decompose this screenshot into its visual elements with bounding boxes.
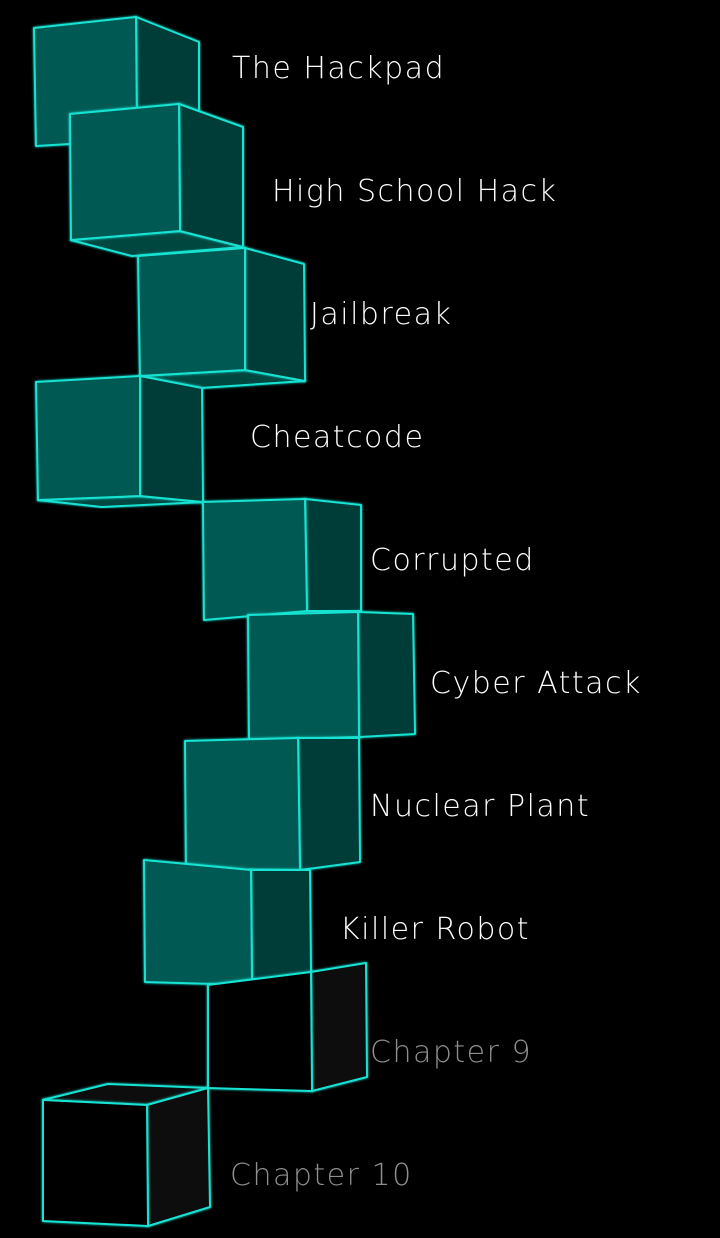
- cube-front-face: [69, 103, 181, 241]
- cube-front-face: [202, 498, 308, 621]
- chapter-6-label[interactable]: Cyber Attack: [430, 666, 642, 701]
- chapter-10-label[interactable]: Chapter 10: [230, 1158, 413, 1193]
- cube-side-face: [250, 869, 312, 986]
- cube-front-face: [184, 737, 301, 871]
- chapter-8-label[interactable]: Killer Robot: [340, 912, 530, 947]
- chapter-7-label[interactable]: Nuclear Plant: [370, 789, 590, 824]
- chapter-5-label[interactable]: Corrupted: [370, 543, 535, 578]
- chapter-2-cube[interactable]: [69, 103, 244, 257]
- cube-side-face: [139, 375, 204, 503]
- cube-front-face: [207, 971, 313, 1092]
- chapter-7-cube[interactable]: [184, 737, 361, 871]
- cube-front-face: [42, 1099, 149, 1227]
- chapter-9-label[interactable]: Chapter 9: [370, 1035, 532, 1070]
- chapter-9-cube[interactable]: [207, 962, 368, 1092]
- cube-side-face: [357, 611, 416, 738]
- cube-front-face: [137, 247, 246, 377]
- chapter-5-cube[interactable]: [202, 498, 362, 621]
- chapter-3-cube[interactable]: [137, 247, 306, 389]
- chapter-4-cube[interactable]: [35, 375, 204, 508]
- cube-side-face: [178, 103, 244, 248]
- chapter-2-label[interactable]: High School Hack: [272, 174, 557, 209]
- chapter-10-cube[interactable]: [42, 1083, 211, 1227]
- cube-front-face: [35, 375, 141, 501]
- cube-side-face: [297, 737, 361, 871]
- cube-side-face: [304, 498, 362, 612]
- chapter-4-label[interactable]: Cheatcode: [250, 420, 424, 455]
- cube-side-face: [310, 962, 368, 1092]
- cube-front-face: [143, 859, 253, 986]
- chapter-6-cube[interactable]: [247, 611, 416, 741]
- chapter-1-label[interactable]: The Hackpad: [232, 51, 445, 86]
- chapter-8-cube[interactable]: [143, 859, 312, 986]
- chapter-cube-stack: [33, 16, 416, 1227]
- cube-side-face: [146, 1087, 211, 1227]
- chapter-3-label[interactable]: Jailbreak: [310, 297, 452, 332]
- cube-side-face: [244, 247, 306, 382]
- cube-front-face: [247, 611, 360, 741]
